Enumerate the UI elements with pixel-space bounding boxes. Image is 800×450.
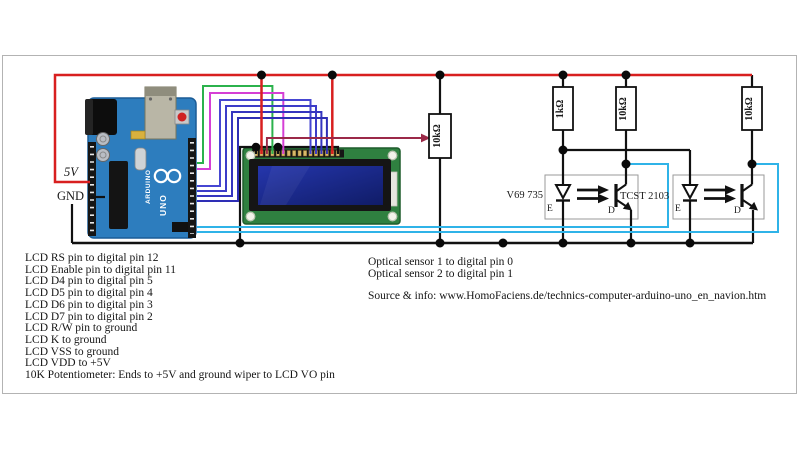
capacitor bbox=[96, 132, 110, 146]
light-arrows bbox=[577, 188, 599, 200]
power-wires bbox=[53, 73, 752, 184]
optical-sensor-2 bbox=[681, 183, 758, 211]
note-line: 10K Potentiometer: Ends to +5V and groun… bbox=[25, 369, 335, 382]
lcd-hole bbox=[387, 150, 398, 161]
optical-sensor-1 bbox=[554, 183, 632, 211]
lcd-hole bbox=[387, 211, 398, 222]
wiper-arrowhead bbox=[421, 133, 431, 143]
wire-d5-blue bbox=[197, 105, 317, 192]
note-line: LCD RS pin to digital pin 12 bbox=[25, 252, 159, 264]
emitter-arrowhead bbox=[748, 201, 758, 211]
wire-d6-blue bbox=[197, 111, 323, 197]
led-symbol bbox=[554, 184, 572, 201]
data-wires bbox=[197, 85, 779, 233]
arduino-logo bbox=[153, 168, 182, 184]
lcd-hole bbox=[245, 150, 256, 161]
capacitor bbox=[96, 148, 110, 162]
wire-sensor2-cyan bbox=[197, 163, 779, 233]
note-line: Optical sensor 2 to digital pin 1 bbox=[368, 267, 514, 280]
source-info: Source & info: www.HomoFaciens.de/techni… bbox=[368, 290, 767, 303]
sensor-wiring-notes: Optical sensor 1 to digital pin 0 Optica… bbox=[368, 256, 514, 280]
resistor-pot-10k bbox=[428, 113, 452, 159]
wire-rs-green bbox=[197, 85, 274, 164]
note-line: LCD D6 pin to digital pin 3 bbox=[25, 298, 153, 311]
lcd-wiring-notes: LCD RS pin to digital pin 12 LCD Enable … bbox=[25, 252, 335, 382]
left-header bbox=[88, 142, 96, 236]
lcd-hole bbox=[245, 211, 256, 222]
label-5v: 5V bbox=[64, 165, 78, 179]
wire-enable-magenta bbox=[197, 92, 285, 170]
lcd-screen bbox=[258, 166, 383, 205]
note-line: LCD VSS to ground bbox=[25, 345, 120, 358]
note-line: LCD Enable pin to digital pin 11 bbox=[25, 263, 176, 276]
emitter-arrowhead bbox=[622, 201, 632, 211]
note-line: LCD D7 pin to digital pin 2 bbox=[25, 310, 153, 323]
resonator bbox=[130, 130, 146, 140]
label-gnd: GND bbox=[57, 189, 85, 203]
sensor1-e-label: E bbox=[547, 204, 553, 214]
resistor-1k-label: 1kΩ bbox=[555, 99, 566, 118]
arduino-brand-text: ARDUINO bbox=[145, 169, 152, 204]
note-line: LCD D5 pin to digital pin 4 bbox=[25, 287, 153, 300]
resistor-10k-a-label: 10kΩ bbox=[618, 96, 629, 121]
led-symbol bbox=[681, 184, 699, 201]
arduino-board: ARDUINO UNO bbox=[85, 86, 197, 239]
note-line: LCD VDD to +5V bbox=[25, 357, 111, 370]
crystal bbox=[134, 147, 147, 171]
source-line: Source & info: www.HomoFaciens.de/techni… bbox=[368, 290, 767, 302]
wire-sensor1-cyan bbox=[197, 163, 669, 228]
resistor-1k bbox=[552, 86, 574, 131]
resistor-10k-b bbox=[741, 86, 763, 131]
note-line: Optical sensor 1 to digital pin 0 bbox=[368, 256, 514, 268]
sensor-detector-part-label: TCST 2103 bbox=[620, 191, 670, 202]
note-line: LCD R/W pin to ground bbox=[25, 322, 138, 335]
note-line: LCD D4 pin to digital pin 5 bbox=[25, 275, 153, 288]
sensor2-d-label: D bbox=[734, 206, 741, 216]
optical-sensor-2-box bbox=[672, 174, 765, 220]
note-line: LCD K to ground bbox=[25, 333, 107, 346]
mcu-chip bbox=[109, 161, 128, 229]
arduino-model-text: UNO bbox=[158, 194, 168, 216]
sensor1-d-label: D bbox=[608, 206, 615, 216]
optical-sensor-1-box bbox=[544, 174, 639, 220]
resistor-10k-b-label: 10kΩ bbox=[744, 96, 755, 121]
lcd-ground-net bbox=[238, 145, 340, 243]
sensor-emitter-part-label: V69 735 bbox=[506, 190, 543, 201]
light-arrows bbox=[704, 188, 726, 200]
junction-dots bbox=[235, 70, 757, 248]
lcd-module bbox=[242, 147, 401, 225]
reset-button bbox=[177, 112, 187, 122]
sensor2-e-label: E bbox=[675, 204, 681, 214]
five-volt-bus bbox=[53, 73, 752, 184]
resistor-pot-label: 10kΩ bbox=[432, 124, 443, 148]
resistor-10k-a bbox=[615, 86, 637, 131]
wire-d7-blue bbox=[197, 117, 328, 202]
resistors bbox=[428, 86, 763, 159]
icsp-header bbox=[172, 222, 188, 232]
vo-wiper-wire bbox=[265, 133, 431, 154]
